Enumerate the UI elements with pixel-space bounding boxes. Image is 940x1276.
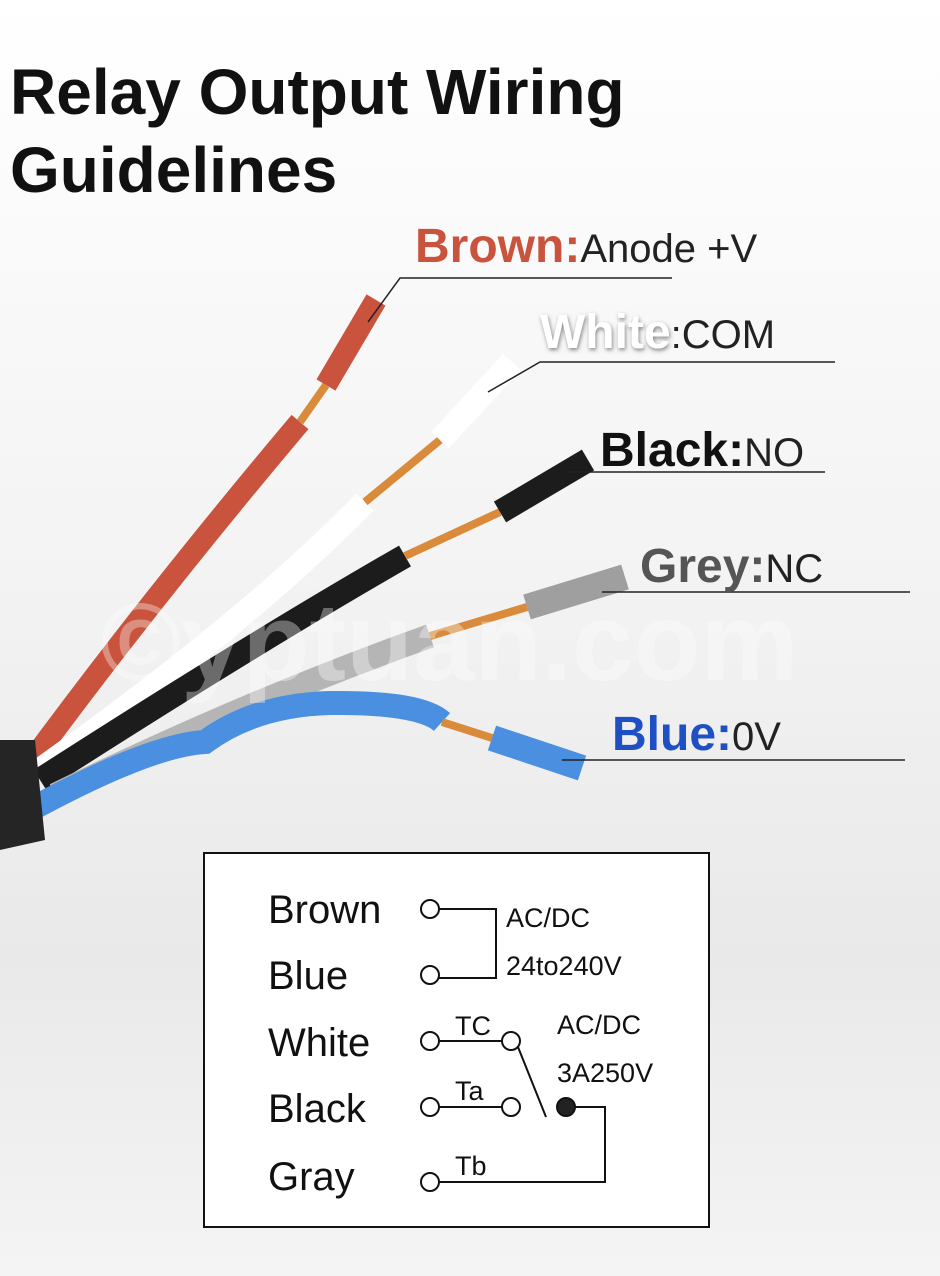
schematic-label-brown: Brown — [268, 888, 381, 932]
grey-tip — [523, 564, 629, 620]
brown-tip — [316, 294, 386, 391]
schematic-label-white: White — [268, 1021, 370, 1065]
cable-jacket — [0, 740, 45, 850]
grey-copper — [428, 603, 529, 640]
terminal-white — [420, 1031, 440, 1051]
leader-lines — [367, 277, 910, 761]
black-wire — [33, 545, 411, 791]
brown-wire — [16, 414, 309, 777]
white-copper — [362, 436, 443, 506]
power-type: AC/DC — [506, 903, 590, 933]
schematic-label-gray: Gray — [268, 1155, 355, 1199]
terminal-blue — [420, 965, 440, 985]
grey-label: Grey:NC — [640, 540, 823, 593]
watermark: ©yptuan.com — [100, 581, 798, 704]
contact-tc-label: TC — [455, 1011, 491, 1041]
blue-label: Blue:0V — [612, 708, 781, 761]
terminal-common-dot — [556, 1097, 576, 1117]
white-label: White:COM — [540, 306, 775, 359]
schematic-label-black: Black — [268, 1087, 367, 1131]
page-title-line-2: Guidelines — [10, 134, 337, 206]
black-label: Black:NO — [600, 424, 804, 477]
brown-label: Brown:Anode +V — [415, 220, 757, 273]
terminal-gray — [420, 1172, 440, 1192]
contact-ta-label: Ta — [455, 1076, 485, 1106]
white-wire — [33, 493, 374, 780]
terminal-black — [420, 1097, 440, 1117]
blue-wire — [24, 690, 451, 821]
terminal-tc — [501, 1031, 521, 1051]
black-copper — [403, 508, 502, 560]
cable-illustration — [0, 294, 629, 850]
schematic-label-blue: Blue — [268, 954, 348, 998]
white-tip — [431, 353, 521, 449]
rating-value: 3A250V — [557, 1058, 653, 1088]
contact-tb-label: Tb — [455, 1151, 487, 1181]
power-voltage: 24to240V — [506, 951, 622, 981]
terminal-brown — [420, 899, 440, 919]
page-title-line-1: Relay Output Wiring — [10, 56, 625, 128]
wiring-schematic: Brown Blue White Black Gray AC/DC 24to24… — [203, 852, 710, 1228]
blue-tip — [487, 725, 587, 781]
blue-copper — [440, 718, 494, 742]
rating-type: AC/DC — [557, 1010, 641, 1040]
brown-copper — [296, 382, 330, 425]
terminal-ta — [501, 1097, 521, 1117]
black-tip — [493, 449, 595, 523]
